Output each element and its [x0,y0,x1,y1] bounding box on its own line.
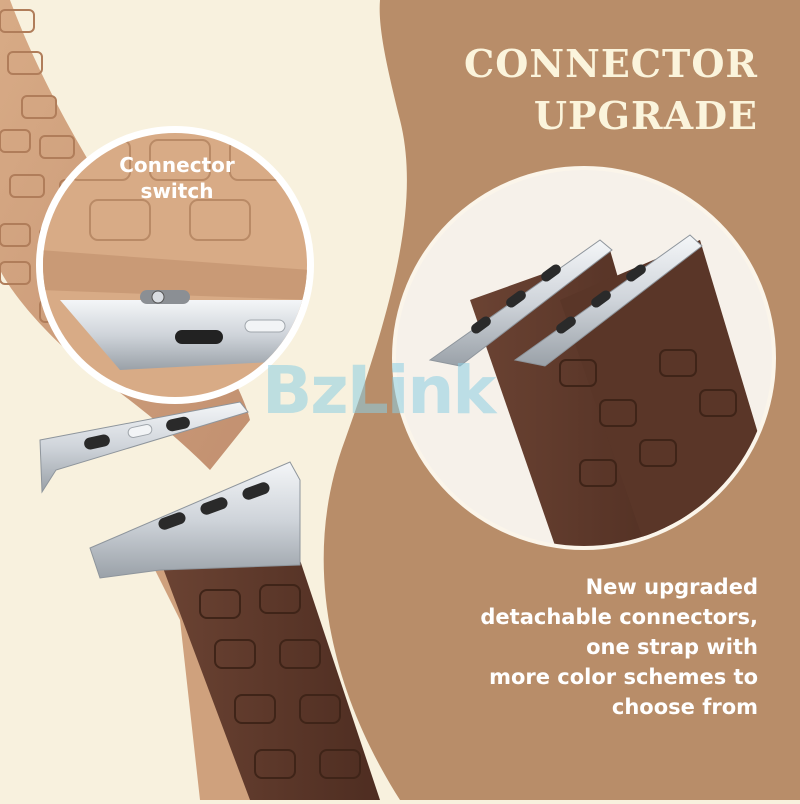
headline: CONNECTOR UPGRADE [464,38,758,142]
description-line: detachable connectors, [480,605,758,629]
bottom-strap [89,461,380,800]
detail-circle [392,166,776,550]
callout-line-2: switch [140,179,214,203]
loose-connector [39,401,249,494]
headline-line-2: UPGRADE [533,93,758,138]
description-line: more color schemes to [489,665,758,689]
headline-line-1: CONNECTOR [464,41,758,86]
magnifier-circle [36,126,314,404]
watermark: BzLink [262,352,496,429]
description-line: choose from [611,695,758,719]
callout-line-1: Connector [119,153,235,177]
description: New upgraded detachable connectors, one … [378,572,758,722]
description-line: New upgraded [585,575,758,599]
connector-switch-callout: Connector switch [72,152,282,204]
description-line: one strap with [586,635,758,659]
